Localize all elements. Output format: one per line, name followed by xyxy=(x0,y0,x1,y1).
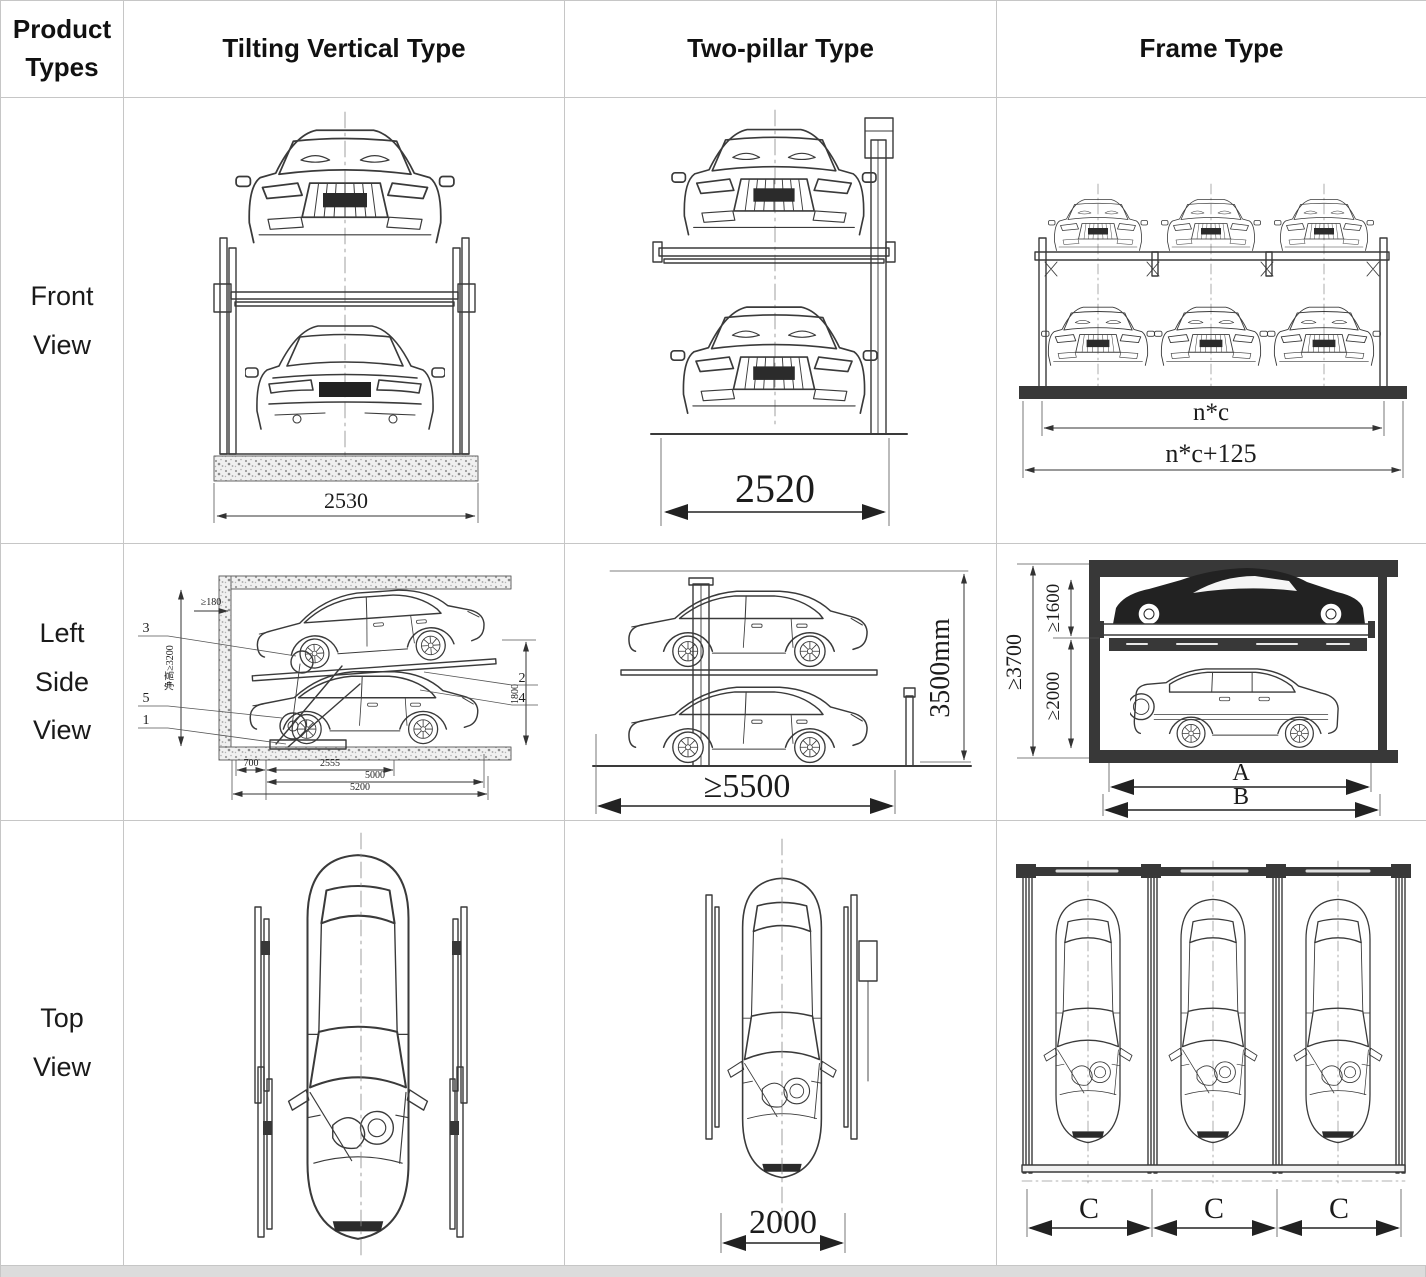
callout-2: 2 xyxy=(519,671,526,686)
two-pillar-side-view-drawing: 3500mm ≥5500 xyxy=(592,570,972,814)
dim-nc: n*c xyxy=(1193,399,1229,426)
lower-car-side xyxy=(629,687,867,762)
dim-nc-125: n*c+125 xyxy=(1165,439,1256,468)
lower-car-side xyxy=(250,672,478,744)
car-top-view xyxy=(287,854,429,1240)
lower-suv-side xyxy=(1128,669,1338,747)
dim-c-1: C xyxy=(1079,1192,1099,1225)
dim-c-3: C xyxy=(1329,1192,1349,1225)
two-pillar-front-view-drawing: 2520 xyxy=(650,109,908,526)
dim-lower-clearance: ≥2000 xyxy=(1043,672,1064,720)
dim-2555: 2555 xyxy=(320,758,340,769)
dim-length-5500: ≥5500 xyxy=(704,768,791,805)
left-side-view-label: Left Side View xyxy=(32,618,92,746)
front-view-label: Front View xyxy=(30,280,94,360)
lower-car-front xyxy=(670,306,878,415)
callout-1: 1 xyxy=(143,713,150,728)
upper-car-side xyxy=(254,584,486,672)
upper-car-side xyxy=(629,591,867,666)
floor-slab xyxy=(1089,750,1398,763)
dim-a: A xyxy=(1232,760,1250,786)
cell-front-tilting: 2530 xyxy=(124,98,565,544)
dim-net-height: 净高≥3200 xyxy=(163,645,176,691)
row-label-top-view: Top View xyxy=(1,821,124,1266)
upper-car-front xyxy=(671,128,877,236)
cell-top-frame: C C C xyxy=(997,821,1426,1266)
cell-top-tilting xyxy=(124,821,565,1266)
base-beam xyxy=(1019,386,1407,399)
dim-b: B xyxy=(1233,784,1249,810)
header-frame-label: Frame Type xyxy=(1139,33,1284,64)
dim-top-clearance: ≥180 xyxy=(201,597,222,608)
ground-hatch xyxy=(213,455,479,482)
cell-side-two-pillar: 3500mm ≥5500 xyxy=(565,544,997,821)
dim-total-height: ≥3700 xyxy=(1001,634,1026,690)
dim-5000: 5000 xyxy=(365,770,385,781)
dim-upper-clearance: ≥1600 xyxy=(1043,584,1064,632)
upper-sedan xyxy=(1113,568,1365,626)
lower-car-1 xyxy=(1041,306,1155,367)
header-tilting-label: Tilting Vertical Type xyxy=(222,33,466,64)
cell-front-two-pillar: 2520 xyxy=(565,98,997,544)
header-tilting-vertical-type: Tilting Vertical Type xyxy=(124,1,565,98)
frame-front-view-drawing: n*c n*c+125 xyxy=(1019,183,1407,478)
tilting-front-view-drawing: 2530 xyxy=(213,111,479,523)
dim-width-2530: 2530 xyxy=(324,488,368,513)
dim-platform-rise: 1800 xyxy=(510,684,521,704)
dim-5200: 5200 xyxy=(350,782,370,793)
row-label-left-side-view: Left Side View xyxy=(1,544,124,821)
lower-car-3 xyxy=(1267,306,1381,367)
tilting-side-view-drawing: ≥180 净高≥3200 1800 3 5 1 2 4 xyxy=(138,575,538,800)
cell-front-frame: n*c n*c+125 xyxy=(997,98,1426,544)
two-pillar-top-view-drawing: 2000 xyxy=(705,838,878,1253)
header-frame-type: Frame Type xyxy=(997,1,1426,98)
dim-width-2520: 2520 xyxy=(735,466,815,511)
header-two-pillar-label: Two-pillar Type xyxy=(687,33,874,64)
callout-3: 3 xyxy=(143,621,150,636)
top-view-label: Top View xyxy=(32,1003,92,1082)
left-post xyxy=(1089,577,1100,754)
callout-5: 5 xyxy=(143,691,150,706)
cell-side-tilting: ≥180 净高≥3200 1800 3 5 1 2 4 xyxy=(124,544,565,821)
lower-car-2 xyxy=(1154,306,1268,367)
ceiling-hatch xyxy=(218,575,512,590)
cell-side-frame: ≥3700 ≥1600 ≥2000 A B xyxy=(997,544,1426,821)
header-product-types-label: Product Types xyxy=(12,14,112,82)
dim-width-2000: 2000 xyxy=(749,1204,817,1241)
tilting-top-view-drawing xyxy=(254,832,468,1260)
row-label-front-view: Front View xyxy=(1,98,124,544)
floor-hatch xyxy=(218,746,512,761)
dim-height-3500: 3500mm xyxy=(925,618,956,718)
frame-side-view-drawing: ≥3700 ≥1600 ≥2000 A B xyxy=(1001,560,1398,818)
right-post xyxy=(1378,577,1387,754)
frame-top-view-drawing: C C C xyxy=(1016,860,1411,1237)
cell-top-two-pillar: 2000 xyxy=(565,821,997,1266)
callout-4: 4 xyxy=(519,691,526,706)
dim-700: 700 xyxy=(244,758,259,769)
bottom-strip xyxy=(0,1266,1426,1277)
header-two-pillar-type: Two-pillar Type xyxy=(565,1,997,98)
dim-c-2: C xyxy=(1204,1192,1224,1225)
header-product-types: Product Types xyxy=(1,1,124,98)
